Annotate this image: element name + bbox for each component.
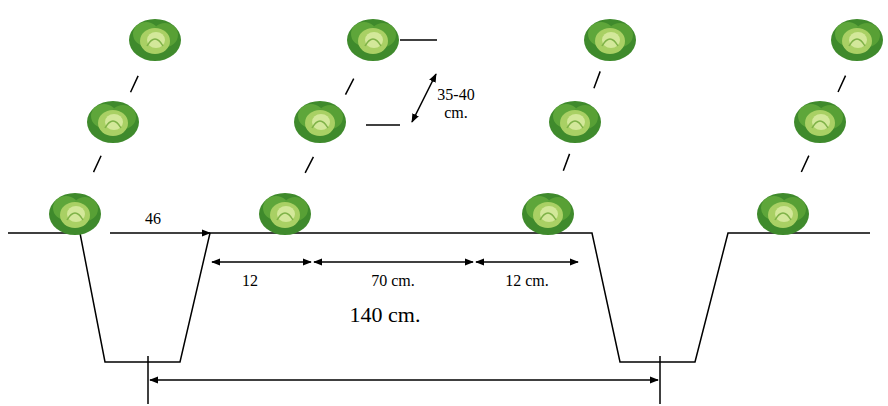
cabbage: [584, 19, 636, 61]
cabbage: [522, 193, 574, 235]
dimension-arrow: [476, 261, 578, 263]
extension-line: [147, 356, 149, 404]
dimension-arrow: [110, 232, 210, 234]
furrow-spacing-dimension: [148, 356, 660, 404]
dimension-arrow: [314, 261, 473, 263]
bed-dimensions: [212, 261, 578, 263]
cabbage-plants: [49, 19, 883, 235]
cabbage: [757, 193, 809, 235]
dimension-label: 70 cm.: [371, 272, 415, 290]
cabbage: [294, 101, 346, 143]
cabbage: [549, 101, 601, 143]
planting-rows: [75, 18, 872, 212]
reference-line: [400, 39, 437, 41]
cabbage: [259, 193, 311, 235]
dimension-label: 12 cm.: [505, 272, 549, 290]
dimension-label: 12: [242, 272, 258, 290]
dimension-arrow: [212, 261, 311, 263]
cabbage: [87, 101, 139, 143]
spacing-label: 35-40 cm.: [431, 86, 481, 123]
dimension-arrow: [412, 74, 436, 122]
cabbage: [347, 19, 399, 61]
dimension-arrow: [150, 379, 658, 381]
cabbage: [49, 193, 101, 235]
extension-line: [659, 356, 661, 404]
cabbage: [794, 101, 846, 143]
reference-line: [366, 124, 400, 126]
dimension-label: 46: [145, 210, 161, 228]
cabbage: [831, 19, 883, 61]
cabbage: [129, 19, 181, 61]
bed-profile: [8, 233, 870, 362]
dimension-label: 140 cm.: [350, 302, 421, 327]
